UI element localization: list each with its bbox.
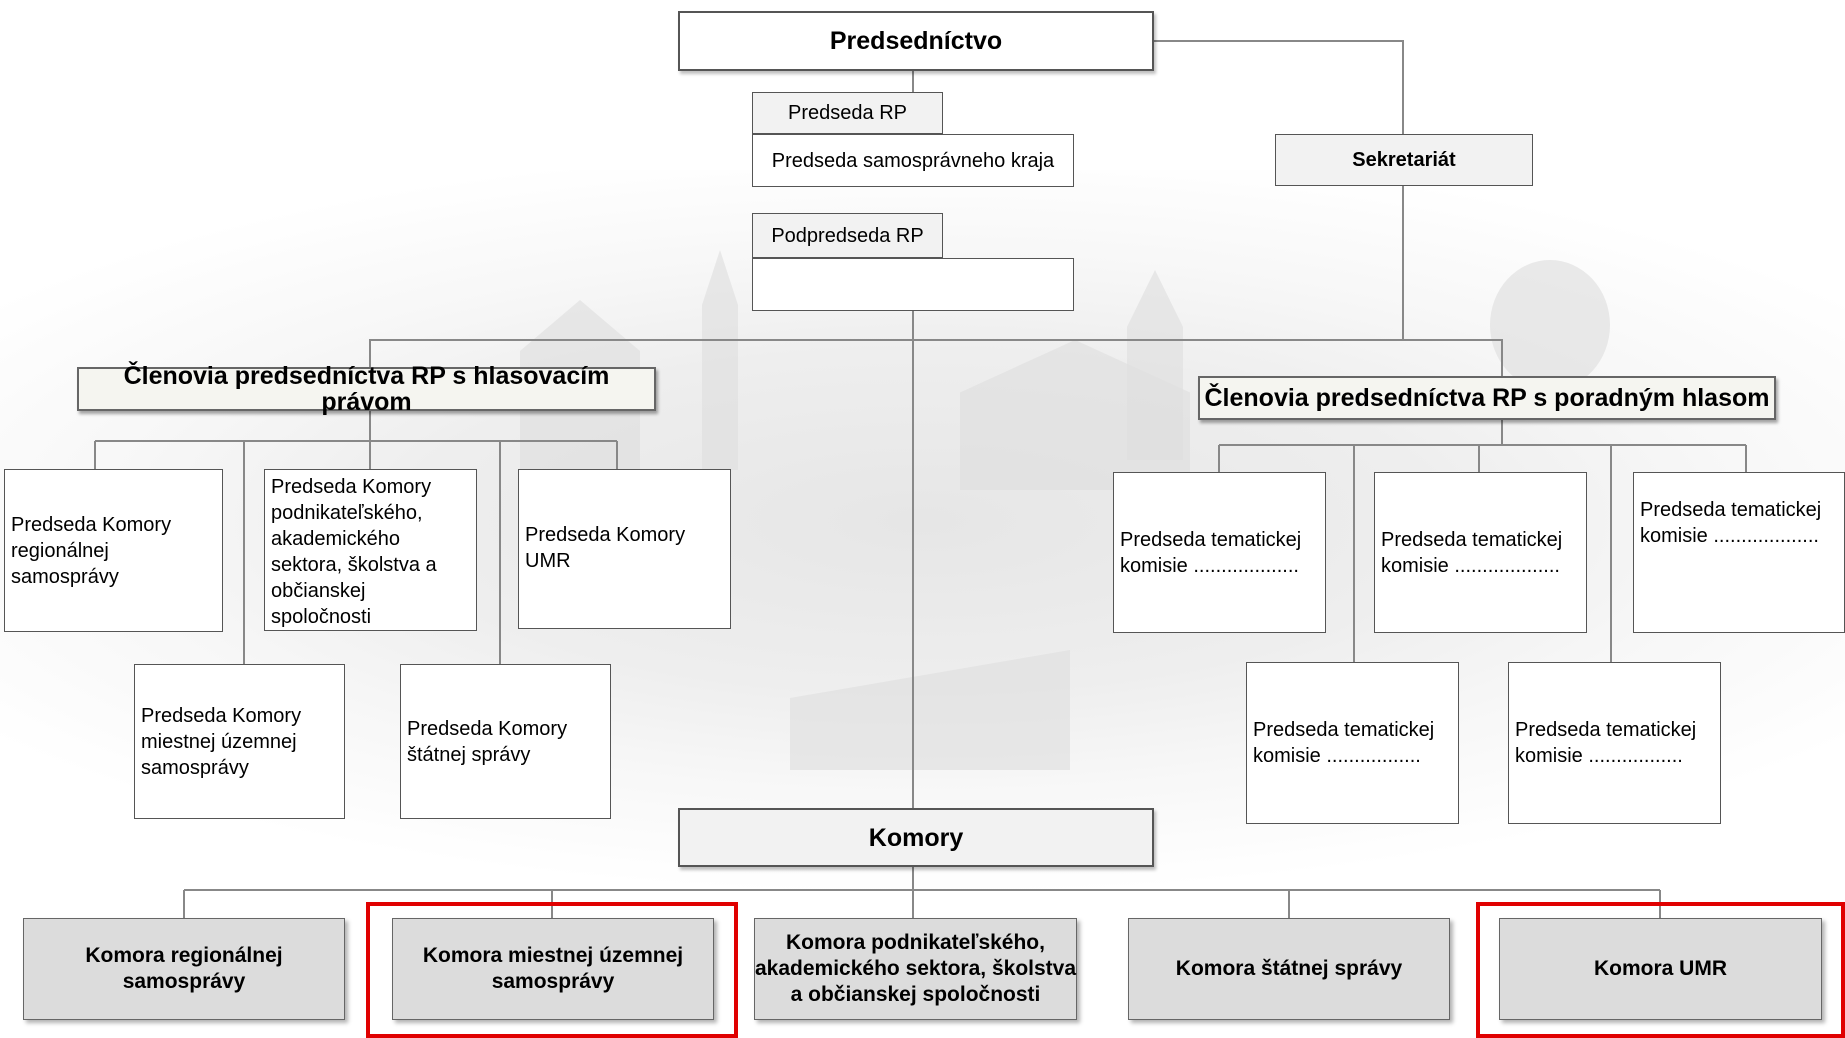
voting-member-card[interactable]: Predseda Komory štátnej správy (400, 664, 611, 819)
chamber-card[interactable]: Komora regionálnej samosprávy (23, 918, 345, 1020)
chamber-card[interactable]: Komora štátnej správy (1128, 918, 1450, 1020)
chamber-label: Komora štátnej správy (1175, 957, 1403, 980)
advisory-member-card[interactable]: Predseda tematickej komisie ............… (1508, 662, 1721, 824)
presidium-title: Predsedníctvo (829, 27, 1003, 55)
vice-chair-value-box[interactable] (752, 258, 1074, 311)
advisory-member-label: Predseda tematickej komisie ............… (1120, 528, 1302, 577)
voting-member-label: Predseda Komory UMR (525, 524, 686, 572)
advisory-members-title: Členovia predsedníctva RP s poradným hla… (1204, 384, 1770, 412)
vice-chair-label-box[interactable]: Podpredseda RP (752, 213, 943, 258)
voting-member-card[interactable]: Predseda Komory UMR (518, 469, 731, 629)
chamber-highlight (1476, 902, 1845, 1038)
voting-member-card[interactable]: Predseda Komory miestnej územnej samospr… (134, 664, 345, 819)
voting-member-label: Predseda Komory miestnej územnej samospr… (141, 704, 302, 779)
background-balloon (1490, 260, 1610, 390)
chambers-box[interactable]: Komory (678, 808, 1154, 867)
voting-member-label: Predseda Komory podnikateľského, akademi… (271, 476, 437, 628)
chambers-title: Komory (868, 823, 964, 852)
voting-member-label: Predseda Komory regionálnej samosprávy (11, 513, 172, 588)
chamber-label: Komora UMR (1593, 957, 1727, 980)
voting-member-label: Predseda Komory štátnej správy (407, 717, 568, 766)
advisory-member-card[interactable]: Predseda tematickej komisie ............… (1633, 472, 1845, 633)
voting-member-card[interactable]: Predseda Komory podnikateľského, akademi… (264, 469, 477, 631)
chair-value: Predseda samosprávneho kraja (771, 149, 1055, 172)
chamber-label: Komora miestnej územnej samosprávy (422, 944, 684, 993)
advisory-member-card[interactable]: Predseda tematickej komisie ............… (1246, 662, 1459, 824)
advisory-member-label: Predseda tematickej komisie ............… (1381, 528, 1563, 577)
presidium-box[interactable]: Predsedníctvo (678, 11, 1154, 71)
advisory-member-label: Predseda tematickej komisie ............… (1640, 499, 1822, 547)
chamber-label: Komora regionálnej samosprávy (85, 944, 283, 993)
advisory-members-header[interactable]: Členovia predsedníctva RP s poradným hla… (1198, 376, 1776, 420)
chair-label-box[interactable]: Predseda RP (752, 92, 943, 134)
chair-label: Predseda RP (788, 102, 907, 124)
secretariat-label: Sekretariát (1352, 149, 1456, 171)
voting-members-title: Členovia predsedníctva RP s hlasovacím p… (123, 362, 610, 416)
vice-chair-label: Podpredseda RP (771, 224, 924, 247)
chamber-highlight (366, 902, 738, 1038)
advisory-member-label: Predseda tematickej komisie ............… (1515, 719, 1697, 767)
voting-members-header[interactable]: Členovia predsedníctva RP s hlasovacím p… (77, 363, 656, 415)
chamber-card[interactable]: Komora podnikateľského, akademického sek… (754, 918, 1077, 1020)
voting-member-card[interactable]: Predseda Komory regionálnej samosprávy (4, 469, 223, 632)
chamber-card[interactable]: Komora UMR (1499, 918, 1822, 1020)
secretariat-box[interactable]: Sekretariát (1275, 134, 1533, 186)
advisory-member-card[interactable]: Predseda tematickej komisie ............… (1374, 472, 1587, 633)
advisory-member-label: Predseda tematickej komisie ............… (1253, 719, 1435, 767)
chamber-card[interactable]: Komora miestnej územnej samosprávy (392, 918, 714, 1020)
chamber-label: Komora podnikateľského, akademického sek… (755, 931, 1077, 1006)
advisory-member-card[interactable]: Predseda tematickej komisie ............… (1113, 472, 1326, 633)
chair-value-box[interactable]: Predseda samosprávneho kraja (752, 134, 1074, 187)
